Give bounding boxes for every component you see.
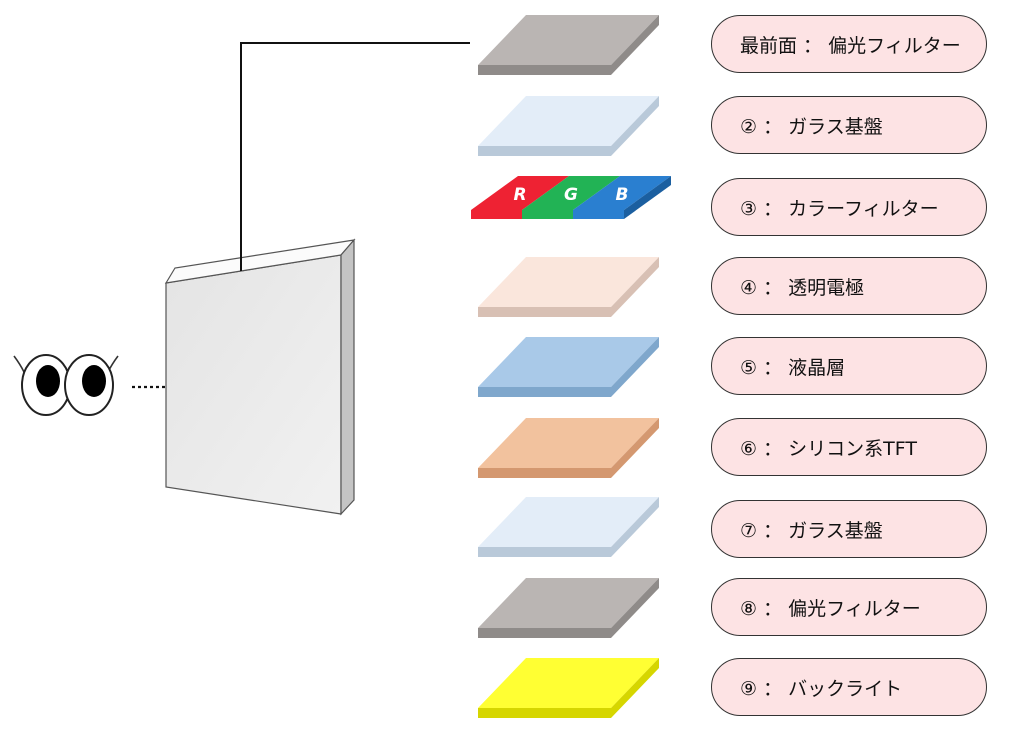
layer-1 [478, 15, 659, 75]
layer-label-2: ② ： ガラス基盤 [711, 96, 987, 154]
layer-label-text: ⑥ ： シリコン系TFT [740, 437, 917, 460]
layer-8 [478, 578, 659, 638]
layer-side-edge [611, 418, 659, 478]
layer-front-edge [478, 65, 611, 75]
layer-7 [478, 497, 659, 557]
layer-top-face [478, 418, 659, 468]
rgb-side [624, 176, 671, 219]
layer-label-text: 最前面 ： 偏光フィルター [740, 34, 961, 57]
rgb-letter-R: R [513, 185, 526, 205]
rgb-letter-B: B [616, 185, 629, 205]
layer-side-edge [611, 96, 659, 156]
layer-label-text: ⑨ ： バックライト [740, 677, 903, 700]
layer-top-face [478, 337, 659, 387]
layer-front-edge [478, 146, 611, 156]
rgb-strip-R [471, 176, 569, 210]
layer-side-edge [611, 257, 659, 317]
rgb-letter-G: G [564, 185, 578, 205]
layer-label-text: ③ ： カラーフィルター [740, 197, 939, 220]
eyes-icon [13, 354, 119, 416]
rgb-strip-edge-G [522, 210, 573, 219]
layer-label-7: ⑦ ： ガラス基盤 [711, 500, 987, 558]
connector-line [240, 42, 470, 271]
layer-4 [478, 257, 659, 317]
layer-side-edge [611, 658, 659, 718]
layer-label-text: ④ ： 透明電極 [740, 276, 865, 299]
layer-9 [478, 658, 659, 718]
layer-side-edge [611, 15, 659, 75]
layer-front-edge [478, 708, 611, 718]
layer-label-8: ⑧ ： 偏光フィルター [711, 578, 987, 636]
layer-label-text: ⑦ ： ガラス基盤 [740, 519, 883, 542]
layer-side-edge [611, 578, 659, 638]
rgb-strip-edge-R [471, 210, 522, 219]
layer-label-text: ⑧ ： 偏光フィルター [740, 597, 921, 620]
layer-label-text: ② ： ガラス基盤 [740, 115, 883, 138]
rgb-strip-edge-B [573, 210, 624, 219]
layer-top-face [478, 578, 659, 628]
layer-label-9: ⑨ ： バックライト [711, 658, 987, 716]
layer-label-5: ⑤ ： 液晶層 [711, 337, 987, 395]
layer-front-edge [478, 307, 611, 317]
layer-5 [478, 337, 659, 397]
layer-6 [478, 418, 659, 478]
layer-front-edge [478, 628, 611, 638]
rgb-strip-G [522, 176, 620, 210]
layer-label-3: ③ ： カラーフィルター [711, 178, 987, 236]
layer-label-4: ④ ： 透明電極 [711, 257, 987, 315]
layer-front-edge [478, 547, 611, 557]
layer-label-text: ⑤ ： 液晶層 [740, 356, 846, 379]
layer-top-face [478, 96, 659, 146]
layer-top-face [478, 658, 659, 708]
layer-2 [478, 96, 659, 156]
layer-front-edge [478, 387, 611, 397]
layer-front-edge [478, 468, 611, 478]
layer-label-1: 最前面 ： 偏光フィルター [711, 15, 987, 73]
rgb-strip-B [573, 176, 671, 210]
layer-top-face [478, 15, 659, 65]
layer-top-face [478, 257, 659, 307]
layer-side-edge [611, 497, 659, 557]
layer-side-edge [611, 337, 659, 397]
layer-top-face [478, 497, 659, 547]
layer-label-6: ⑥ ： シリコン系TFT [711, 418, 987, 476]
lcd-panel [164, 238, 356, 516]
